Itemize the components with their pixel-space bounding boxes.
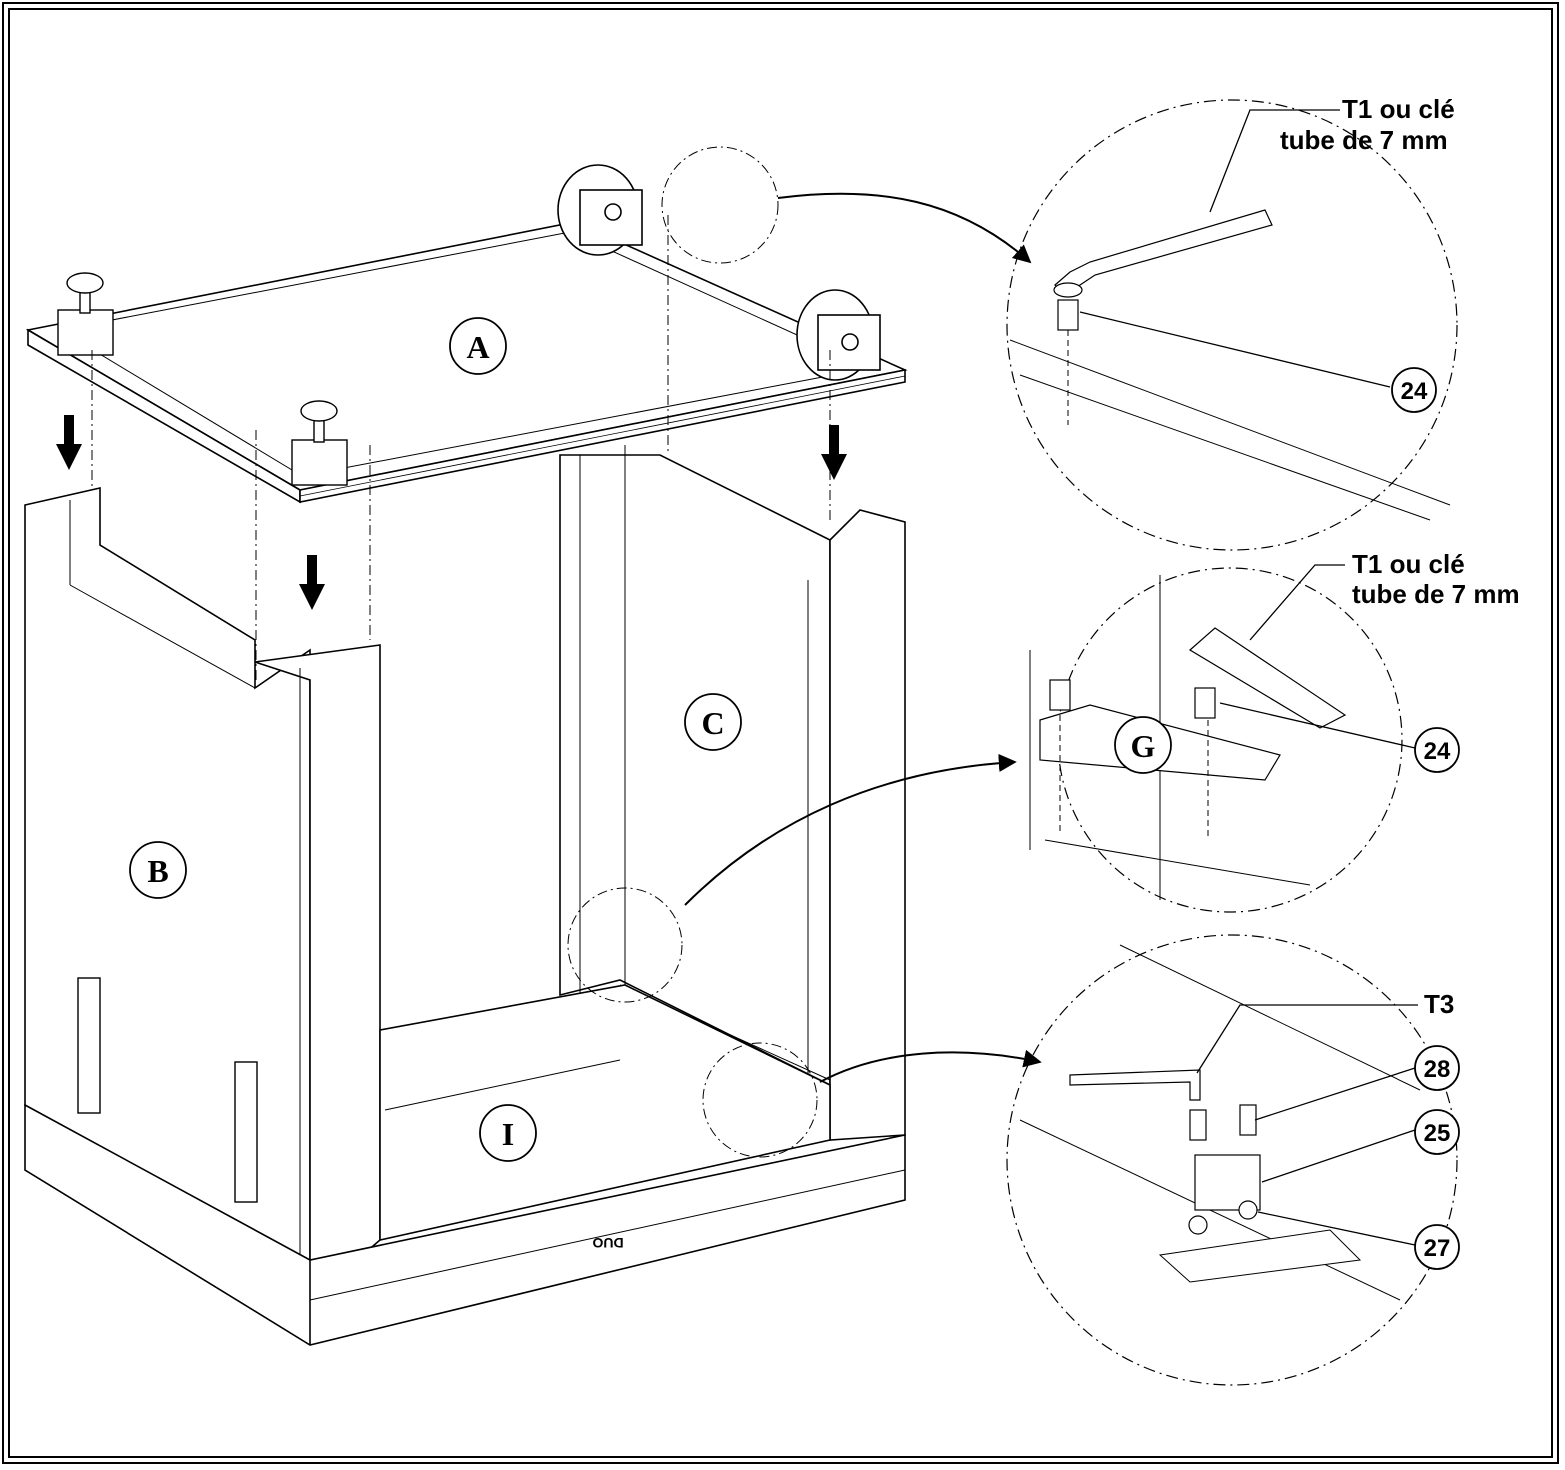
zoom-detail-top [1006, 99, 1458, 551]
brand-mark: DUO [592, 1235, 623, 1251]
svg-text:G: G [1131, 728, 1156, 764]
wheel-front-right [796, 289, 881, 381]
drop-arrow-right [821, 425, 847, 480]
svg-text:T3: T3 [1424, 989, 1454, 1019]
svg-text:tube de 7 mm: tube de 7 mm [1352, 579, 1520, 609]
svg-text:25: 25 [1424, 1120, 1451, 1147]
detail-pointer-arrows [684, 192, 1042, 1083]
svg-text:DUO: DUO [592, 1235, 623, 1251]
base-plinth [24, 1103, 906, 1346]
svg-text:24: 24 [1401, 378, 1428, 405]
callout-25: 25 [1414, 1109, 1460, 1155]
svg-text:tube de 7 mm: tube de 7 mm [1280, 125, 1448, 155]
tool-label-middle: T1 ou clé tube de 7 mm [1352, 549, 1520, 609]
part-label-g: G [1114, 716, 1172, 774]
svg-text:I: I [502, 1116, 514, 1152]
wheel-rear-right [557, 164, 643, 256]
caster-rear-left [291, 400, 348, 486]
callout-24-mid: 24 [1414, 727, 1460, 773]
right-side-panel [807, 509, 906, 1141]
detail-source-circles [567, 146, 818, 1158]
side-handles [77, 977, 258, 1203]
svg-text:28: 28 [1424, 1056, 1451, 1083]
tool-label-bottom: T3 [1424, 989, 1454, 1019]
part-label-b: B [129, 841, 187, 899]
svg-text:B: B [147, 853, 168, 889]
bottom-panel-i [379, 984, 831, 1241]
callout-28: 28 [1414, 1045, 1460, 1091]
caster-front-left [57, 272, 114, 356]
svg-text:27: 27 [1424, 1235, 1451, 1262]
zoom-detail-middle [1029, 567, 1403, 913]
svg-text:A: A [466, 329, 489, 365]
drop-arrow-left [56, 415, 82, 470]
svg-text:T1 ou clé: T1 ou clé [1352, 549, 1465, 579]
callout-24-top: 24 [1391, 367, 1437, 413]
zoom-detail-bottom [1006, 934, 1458, 1386]
part-label-i: I [479, 1104, 537, 1162]
callout-27: 27 [1414, 1224, 1460, 1270]
tool-label-top: T1 ou clé tube de 7 mm [1280, 94, 1455, 155]
svg-text:C: C [701, 705, 724, 741]
svg-text:T1 ou clé: T1 ou clé [1342, 94, 1455, 124]
leader-lines [1079, 109, 1418, 1246]
part-label-c: C [684, 693, 742, 751]
svg-text:24: 24 [1424, 738, 1451, 765]
drop-arrow-center [299, 555, 325, 610]
inner-border [8, 8, 1553, 1458]
part-label-a: A [449, 317, 507, 375]
